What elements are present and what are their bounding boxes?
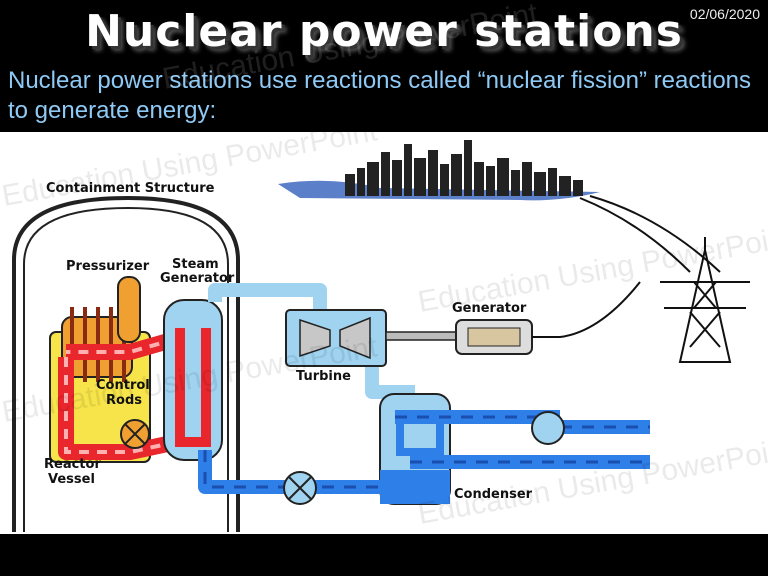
label-pressurizer: Pressurizer (66, 259, 150, 274)
label-containment-structure: Containment Structure (46, 181, 215, 196)
label-steam-generator-line2: Generator (160, 271, 235, 286)
nuclear-plant-diagram: Containment Structure Pressurizer Steam … (0, 132, 768, 534)
steam-generator (163, 299, 223, 461)
label-reactor-vessel-line2: Vessel (48, 472, 95, 487)
label-reactor-vessel-line1: Reactor (44, 457, 101, 472)
slide-date: 02/06/2020 (689, 6, 760, 22)
primary-loop (49, 276, 208, 463)
turbine (285, 309, 457, 367)
label-steam-generator-line1: Steam (172, 257, 219, 272)
generator (455, 281, 641, 355)
containment-structure (12, 195, 240, 532)
watermark: Education Using PowerPoint (415, 432, 768, 531)
watermark: Education Using PowerPoint (415, 220, 768, 319)
slide-title: Nuclear power stations (85, 6, 683, 57)
city-skyline (278, 140, 600, 201)
label-control-rods-line1: Control (96, 378, 150, 393)
slide-subtitle: Nuclear power stations use reactions cal… (8, 67, 752, 124)
label-generator: Generator (452, 301, 527, 316)
label-turbine: Turbine (296, 369, 351, 384)
feedwater-loop (198, 450, 380, 505)
label-condenser: Condenser (454, 487, 533, 502)
watermark: Education Using PowerPoint (0, 132, 380, 213)
label-control-rods-line2: Rods (106, 393, 142, 408)
cooling-water-loop (395, 410, 650, 469)
power-pylon (579, 195, 750, 363)
steam-pipes (208, 283, 415, 399)
